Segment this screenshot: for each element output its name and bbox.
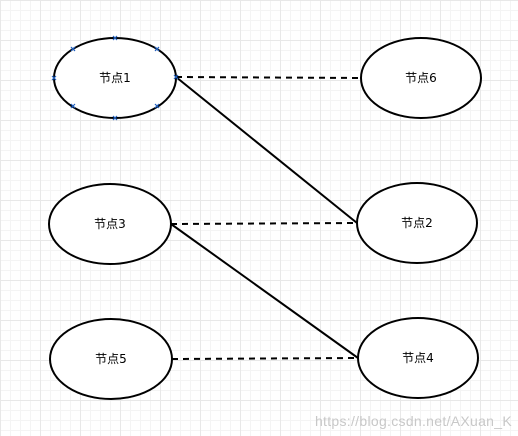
resize-handle-bottom-left[interactable] [70, 103, 76, 109]
edge-node3-node2[interactable] [170, 222, 358, 225]
node-2-shape[interactable] [356, 182, 478, 264]
node-1-selection-handles[interactable] [51, 35, 179, 121]
resize-handle-left[interactable] [51, 75, 57, 81]
node-3-label: 节点3 [94, 217, 126, 231]
node-4-shape[interactable] [357, 317, 479, 399]
node-3-shape[interactable] [48, 183, 172, 265]
edge-node1-node6[interactable] [175, 76, 362, 79]
resize-handle-top-left[interactable] [70, 46, 76, 52]
node-6-shape[interactable] [360, 37, 482, 119]
resize-handle-top-right[interactable] [154, 46, 160, 52]
node-6[interactable]: 节点6 [360, 37, 482, 119]
node-4-label: 节点4 [402, 351, 434, 365]
node-6-label: 节点6 [405, 71, 437, 85]
edge-node3-node4[interactable] [170, 223, 359, 359]
node-5[interactable]: 节点5 [49, 318, 173, 400]
node-2[interactable]: 节点2 [356, 182, 478, 264]
node-3[interactable]: 节点3 [48, 183, 172, 265]
resize-handle-bottom[interactable] [112, 115, 118, 121]
resize-handle-bottom-right[interactable] [154, 103, 160, 109]
node-5-shape[interactable] [49, 318, 173, 400]
node-5-label: 节点5 [95, 352, 127, 366]
resize-handle-right[interactable] [173, 74, 179, 80]
edge-node1-node2[interactable] [175, 76, 358, 224]
edges-layer [170, 76, 362, 360]
node-4[interactable]: 节点4 [357, 317, 479, 399]
nodes-layer: 节点1 节点6 节点3 节点2 节点5 [48, 37, 482, 400]
watermark-url: https://blog.csdn.net/AXuan_K [314, 413, 512, 429]
resize-handle-top[interactable] [112, 35, 118, 41]
node-2-label: 节点2 [401, 216, 433, 230]
edge-node5-node4[interactable] [171, 357, 359, 360]
node-1-label: 节点1 [99, 71, 131, 85]
